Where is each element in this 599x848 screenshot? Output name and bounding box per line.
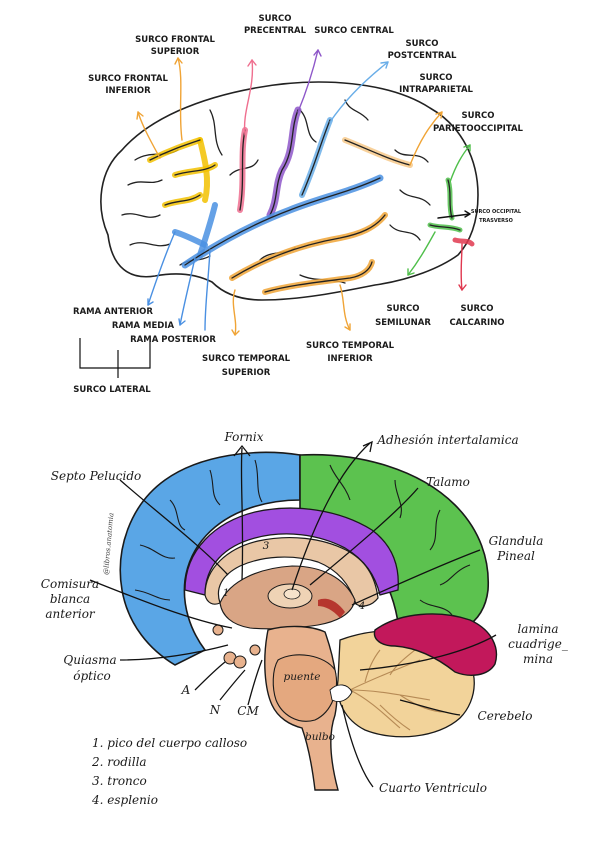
label-a: A xyxy=(181,683,191,697)
label-parietooccipital-1: SURCO xyxy=(461,111,494,121)
occipital-sulci-green xyxy=(427,177,475,247)
watermark: @libros.anatomia xyxy=(102,512,115,575)
hypothalamic-structures xyxy=(212,624,261,669)
label-postcentral-2: POSTCENTRAL xyxy=(388,51,457,61)
legend-item-3: 3. tronco xyxy=(92,774,147,788)
label-rama-anterior: RAMA ANTERIOR xyxy=(73,307,153,317)
label-cm: CM xyxy=(237,704,259,718)
label-temporal-superior-1: SURCO TEMPORAL xyxy=(202,354,291,364)
label-precentral-2: PRECENTRAL xyxy=(244,26,307,36)
label-surco-lateral: SURCO LATERAL xyxy=(73,385,151,395)
cingulate-band xyxy=(184,507,399,596)
label-glandula-2: Pineal xyxy=(496,549,535,563)
label-rama-posterior: RAMA POSTERIOR xyxy=(130,335,216,345)
label-glandula-1: Glandula xyxy=(489,534,544,548)
frontal-sulci-yellow xyxy=(147,137,218,208)
sagittal-labels: Fornix Adhesión intertalamica Septo Pelu… xyxy=(41,430,568,795)
lamina-cuadrigemina-region xyxy=(373,613,497,676)
label-rama-media: RAMA MEDIA xyxy=(112,321,175,331)
lateral-brain-outline xyxy=(100,81,479,301)
label-precentral-1: SURCO xyxy=(258,14,291,24)
label-quiasma-1: Quiasma xyxy=(63,653,116,667)
label-temporal-inferior-1: SURCO TEMPORAL xyxy=(306,341,395,351)
label-fornix: Fornix xyxy=(224,430,264,444)
label-lamina-1: lamina xyxy=(517,622,558,636)
legend: 1. pico del cuerpo calloso 2. rodilla 3.… xyxy=(91,736,247,807)
label-cuarto-ventriculo: Cuarto Ventriculo xyxy=(379,781,487,795)
label-occipital-trasverso-1: SURCO OCCIPITAL xyxy=(471,209,522,215)
fourth-ventricle xyxy=(329,684,353,703)
label-frontal-superior-1: SURCO FRONTAL xyxy=(135,35,215,45)
label-septo-pelucido: Septo Pelucido xyxy=(51,469,142,483)
legend-item-1: 1. pico del cuerpo calloso xyxy=(92,736,247,750)
label-comisura-3: anterior xyxy=(45,607,96,621)
label-postcentral-1: SURCO xyxy=(405,39,438,49)
legend-item-4: 4. esplenio xyxy=(91,793,158,807)
corpus-callosum xyxy=(204,536,379,607)
label-temporal-superior-2: SUPERIOR xyxy=(222,368,271,378)
label-puente: puente xyxy=(284,671,321,683)
label-n: N xyxy=(209,703,221,717)
label-occipital-trasverso-2: TRASVERSO xyxy=(479,218,513,224)
label-quiasma-2: óptico xyxy=(73,669,111,683)
label-semilunar-1: SURCO xyxy=(386,304,419,314)
label-talamo: Talamo xyxy=(426,475,470,489)
label-comisura-2: blanca xyxy=(50,592,90,606)
lateral-sulcus-blue xyxy=(172,174,384,269)
label-temporal-inferior-2: INFERIOR xyxy=(327,354,373,364)
temporal-sulci-orange xyxy=(229,212,388,295)
ventricle-red-band xyxy=(318,598,345,618)
label-comisura-1: Comisura xyxy=(41,577,99,591)
precentral-sulcus-pink xyxy=(237,127,248,213)
lateral-brain-diagram: SURCO FRONTAL SUPERIOR SURCO FRONTAL INF… xyxy=(73,14,524,395)
surco-lateral-bracket xyxy=(79,338,151,378)
label-number-1: 1 xyxy=(223,587,230,599)
label-frontal-inferior-2: INFERIOR xyxy=(105,86,151,96)
sagittal-brain-diagram: Fornix Adhesión intertalamica Septo Pelu… xyxy=(41,430,568,807)
label-calcarino-2: CALCARINO xyxy=(449,318,504,328)
label-number-4: 4 xyxy=(358,600,366,612)
label-bulbo: bulbo xyxy=(305,731,335,743)
lateral-labels: SURCO FRONTAL SUPERIOR SURCO FRONTAL INF… xyxy=(73,14,524,395)
central-sulcus-purple xyxy=(266,106,302,219)
postcentral-sulcus-blue xyxy=(299,117,333,198)
label-frontal-inferior-1: SURCO FRONTAL xyxy=(88,74,168,84)
label-number-3: 3 xyxy=(263,540,270,552)
pons xyxy=(272,654,337,722)
legend-item-2: 2. rodilla xyxy=(91,755,147,769)
label-adhesion-intertalamica: Adhesión intertalamica xyxy=(376,433,518,447)
frontal-lobe-region xyxy=(119,451,301,666)
label-calcarino-1: SURCO xyxy=(460,304,493,314)
label-parietooccipital-2: PARIETOOCCIPITAL xyxy=(433,124,524,134)
adhesion-oval xyxy=(283,588,301,600)
sagittal-arrows xyxy=(89,440,497,788)
label-semilunar-2: SEMILUNAR xyxy=(375,318,431,328)
lateral-arrows xyxy=(136,49,471,336)
label-lamina-3: mina xyxy=(523,652,553,666)
arbor-vitae xyxy=(349,649,446,731)
label-frontal-superior-2: SUPERIOR xyxy=(151,47,200,57)
label-cerebelo: Cerebelo xyxy=(478,709,533,723)
label-lamina-2: cuadrige_ xyxy=(508,637,568,651)
intraparietal-sulcus-orange xyxy=(342,137,413,168)
label-central: SURCO CENTRAL xyxy=(314,26,394,36)
label-intraparietal-2: INTRAPARIETAL xyxy=(399,85,473,95)
label-intraparietal-1: SURCO xyxy=(419,73,452,83)
sagittal-gyri-lines xyxy=(134,459,471,616)
